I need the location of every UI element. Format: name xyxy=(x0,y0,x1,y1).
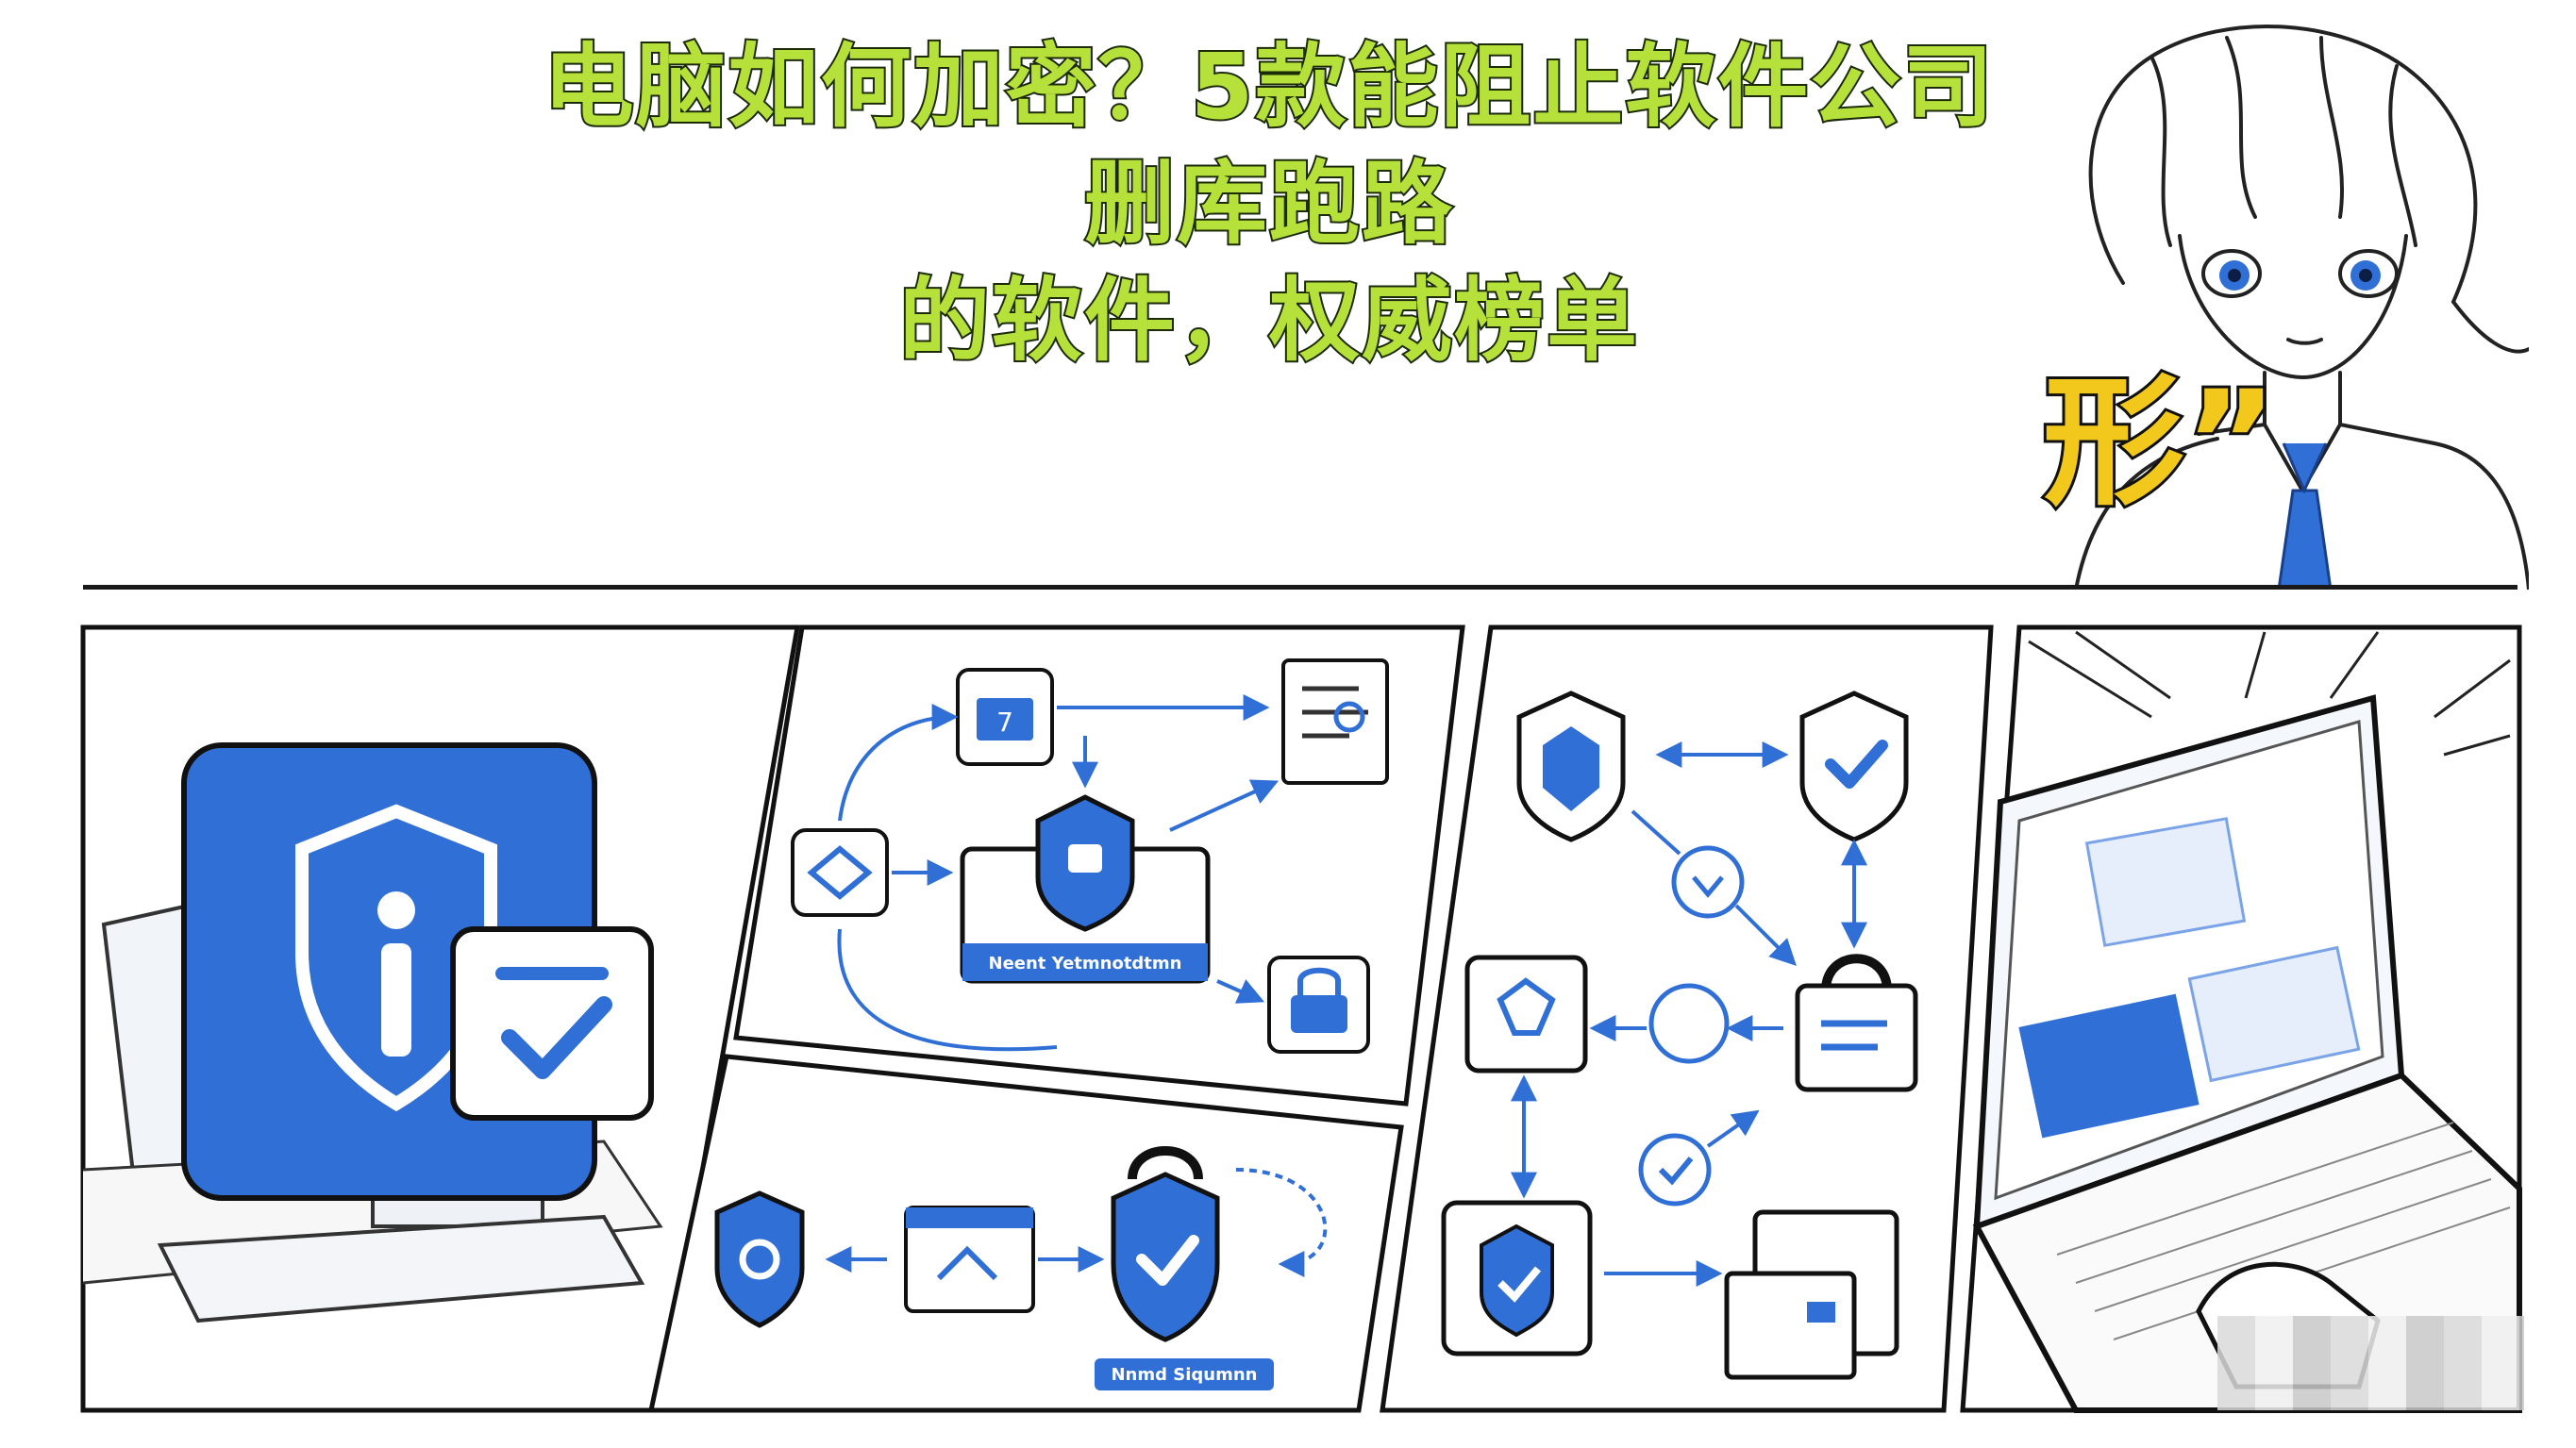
panel-4 xyxy=(1380,624,1994,1413)
lock-icon xyxy=(1035,794,1135,932)
title-line-2: 的软件，权威榜单 xyxy=(897,266,1639,375)
shield-icon xyxy=(714,1190,805,1328)
panel-5 xyxy=(1960,624,2522,1413)
panel-1 xyxy=(80,624,800,1413)
title-line-1: 电脑如何加密？5款能阻止软件公司删库跑路 xyxy=(542,32,1996,258)
panel2-banner: Neent Yetmnotdtmn xyxy=(989,954,1182,974)
padlock-icon xyxy=(1795,954,1918,1092)
panel-3: Nnmd Siqumnn xyxy=(647,1054,1404,1413)
divider-line xyxy=(83,585,2517,590)
document-icon xyxy=(1281,658,1389,785)
panel-2: 7 Neent Yetmnotdtmn xyxy=(733,624,1465,1107)
calendar-day: 7 xyxy=(996,707,1013,738)
anime-girl-illustration xyxy=(2074,25,2529,590)
panel3-banner: Nnmd Siqumnn xyxy=(1111,1365,1257,1385)
checkmark-card-icon xyxy=(450,926,654,1121)
sound-effect-text: 形” xyxy=(2040,361,2281,525)
watermark-blur xyxy=(2217,1316,2524,1410)
shield-check-icon xyxy=(1111,1146,1220,1342)
page-title: 电脑如何加密？5款能阻止软件公司删库跑路 的软件，权威榜单 xyxy=(528,28,2010,379)
calendar-icon: 7 xyxy=(956,668,1054,766)
